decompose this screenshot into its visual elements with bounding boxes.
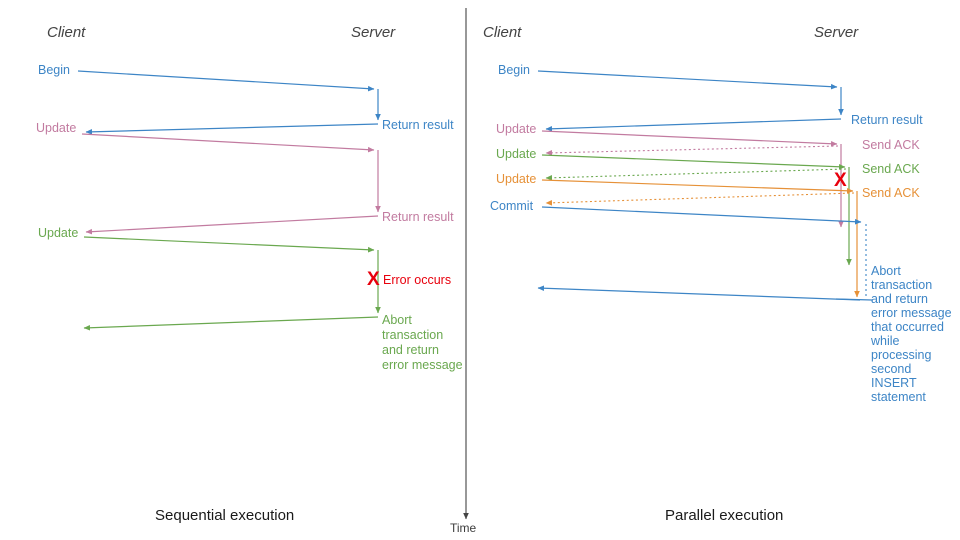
right-client-message-commit: Commit (490, 199, 534, 213)
right-server-message-ack-2: Send ACK (862, 162, 920, 176)
right-blue-begin-flow (537, 70, 844, 132)
left-client-message-begin: Begin (38, 63, 70, 77)
right-orange-flow (541, 179, 860, 298)
right-green-flow (541, 154, 852, 266)
right-abort-note-line-10: statement (871, 390, 926, 404)
right-server-message-ack-1: Send ACK (862, 138, 920, 152)
right-abort-note-line-9: INSERT (871, 376, 917, 390)
right-blue-commit-flow (537, 206, 873, 301)
left-blue-flow (77, 70, 381, 135)
right-abort-note-line-5: that occurred (871, 320, 944, 334)
left-client-message-update-2: Update (38, 226, 79, 240)
right-abort-note-line-3: and return (871, 292, 928, 306)
right-client-message-update-3: Update (496, 172, 537, 186)
left-header-server: Server (351, 24, 396, 41)
left-green-flow (83, 236, 381, 331)
right-panel-caption: Parallel execution (665, 507, 784, 524)
right-error-x-icon: X (834, 170, 847, 191)
left-client-message-update-1: Update (36, 121, 77, 135)
left-abort-note-line-2: transaction (382, 328, 444, 342)
left-abort-note-line-4: error message (382, 358, 463, 372)
left-server-message-return-2: Return result (382, 210, 454, 224)
left-server-message-return-1: Return result (382, 118, 454, 132)
right-server-message-return: Return result (851, 113, 923, 127)
left-panel-caption: Sequential execution (155, 507, 295, 524)
right-abort-note-line-8: second (871, 362, 912, 376)
right-abort-note-line-2: transaction (871, 278, 933, 292)
left-header-client: Client (47, 24, 86, 41)
left-pink-flow (81, 133, 381, 235)
right-client-message-update-1: Update (496, 122, 537, 136)
right-server-message-ack-3: Send ACK (862, 186, 920, 200)
left-error-label: Error occurs (383, 273, 452, 287)
right-client-message-update-2: Update (496, 147, 537, 161)
left-abort-note-line-1: Abort (382, 313, 412, 327)
right-abort-note-line-7: processing (871, 348, 932, 362)
right-header-client: Client (483, 24, 522, 41)
left-abort-note-line-3: and return (382, 343, 439, 357)
right-abort-note-line-6: while (871, 334, 900, 348)
right-pink-flow (541, 130, 844, 228)
right-abort-note-line-1: Abort (871, 264, 901, 278)
right-header-server: Server (814, 24, 859, 41)
right-abort-note-line-4: error message (871, 306, 952, 320)
time-axis-label: Time (450, 521, 477, 535)
left-error-x-icon: X (367, 269, 380, 290)
right-client-message-begin: Begin (498, 63, 530, 77)
